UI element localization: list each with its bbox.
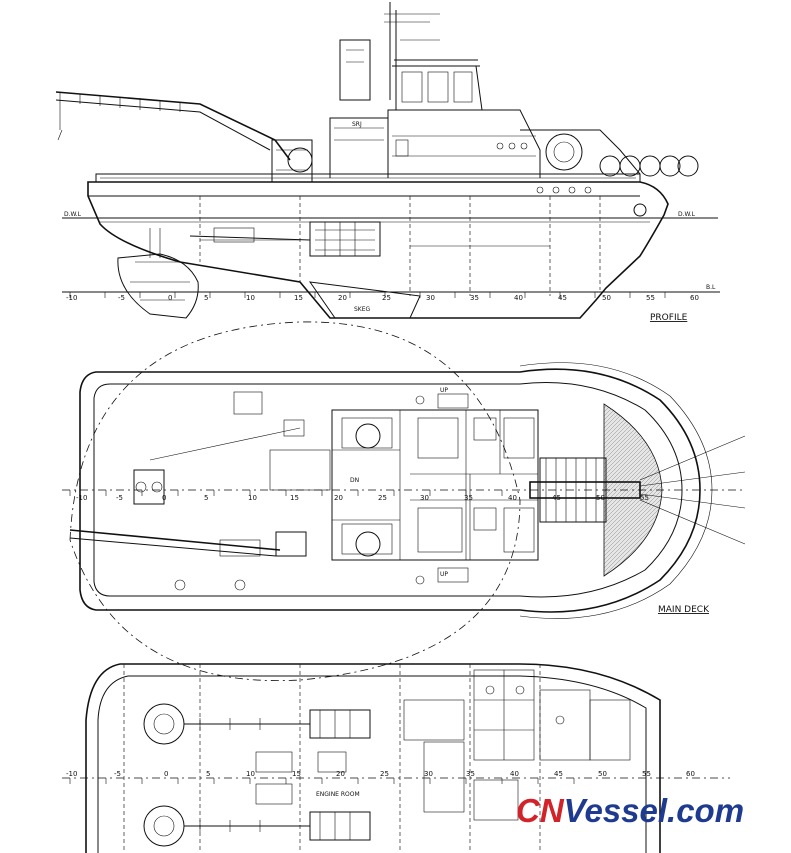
watermark-vessel: Vessel.com [564,792,744,829]
deck-tick: 20 [334,494,343,502]
profile-tick: 50 [602,294,611,302]
lower-tick: 5 [206,770,210,778]
deck-tick: 25 [378,494,387,502]
profile-tick: 35 [470,294,479,302]
profile-tick: 5 [204,294,208,302]
baseline-label: B.L [706,284,716,291]
deck-tick: 40 [508,494,517,502]
signal-mast [339,2,440,101]
profile-tick: 10 [246,294,255,302]
lower-hull-outline [85,663,661,853]
skeg [308,281,421,319]
wheelhouse [395,65,483,111]
deck-tick: 0 [162,494,166,502]
towing-winch-plan [529,457,641,523]
deck-outline [79,368,701,613]
deck-tick: 15 [290,494,299,502]
lower-deck-frame-scale: -10 -5 0 5 10 15 20 25 30 35 40 45 50 55… [66,770,695,784]
stair-down-label: DN [350,477,359,484]
profile-tick: 30 [426,294,435,302]
bow-fenders [599,155,699,177]
forecastle [520,129,641,175]
towing-winch [545,133,583,171]
superstructure [387,109,541,178]
profile-tick: 40 [514,294,523,302]
stbd-main-engine [309,811,371,841]
thruster-pod [117,253,199,319]
engine-room-label: ENGINE ROOM [316,791,360,798]
crane-boom-plan [69,529,307,557]
lower-deck-view: ENGINE ROOM -10 -5 0 5 10 15 20 25 30 35… [62,663,730,853]
main-deck-title: MAIN DECK [658,605,710,615]
watermark-cn: CN [516,792,565,829]
watermark-text: CNVessel.com [516,792,744,829]
profile-frame-scale: -10 -5 0 5 10 15 20 25 30 35 40 45 50 55… [66,292,699,302]
main-deck-frame-scale: -10 -5 0 5 10 15 20 25 30 35 40 45 50 55 [69,490,649,502]
hull-outline [87,181,669,319]
lower-tick: 50 [598,770,607,778]
deck-tick: 55 [640,494,649,502]
lower-tick: 15 [292,770,301,778]
deck-tick: 45 [552,494,561,502]
stbd-thruster [143,805,185,847]
lower-tick: 0 [164,770,168,778]
profile-tick: 25 [382,294,391,302]
dwl-label-left: D.W.L [64,211,82,218]
profile-title: PROFILE [650,313,688,323]
dwl-label-right: D.W.L [678,211,696,218]
tow-sweep-arc [69,321,521,682]
profile-tick: 15 [294,294,303,302]
deck-tick: -5 [116,494,123,502]
deck-tick: 35 [464,494,473,502]
deck-tick: 5 [204,494,208,502]
lower-tick: 20 [336,770,345,778]
profile-tick: 45 [558,294,567,302]
lower-tick: 30 [424,770,433,778]
lower-tick: -10 [66,770,77,778]
main-engine [309,221,381,257]
deck-tick: -10 [76,494,87,502]
deck-tick: 50 [596,494,605,502]
lower-tick: 25 [380,770,389,778]
deck-tick: 30 [420,494,429,502]
funnel-logo: SRJ [352,121,362,128]
deck-tick: 10 [248,494,257,502]
lower-tick: 40 [510,770,519,778]
profile-tick: -5 [118,294,125,302]
lower-tick: 10 [246,770,255,778]
profile-view: D.W.L D.W.L B.L SKEG [55,2,720,323]
port-thruster [143,703,185,745]
profile-tick: 55 [646,294,655,302]
stair-up-label-bottom: UP [440,571,448,578]
lower-tick: 60 [686,770,695,778]
lower-tick: 35 [466,770,475,778]
profile-tick: 0 [168,294,172,302]
profile-tick: 60 [690,294,699,302]
deckhouse [331,409,539,561]
deck-crane [55,91,313,183]
cnvessel-watermark: CNVessel.com [516,792,744,829]
lower-tick: 45 [554,770,563,778]
profile-tick: -10 [66,294,77,302]
main-deck-view: DN UP UP - [62,321,746,682]
port-main-engine [309,709,371,739]
stair-up-label-top: UP [440,387,448,394]
lower-tick: 55 [642,770,651,778]
profile-tick: 20 [338,294,347,302]
lower-tick: -5 [114,770,121,778]
skeg-label: SKEG [354,306,371,313]
